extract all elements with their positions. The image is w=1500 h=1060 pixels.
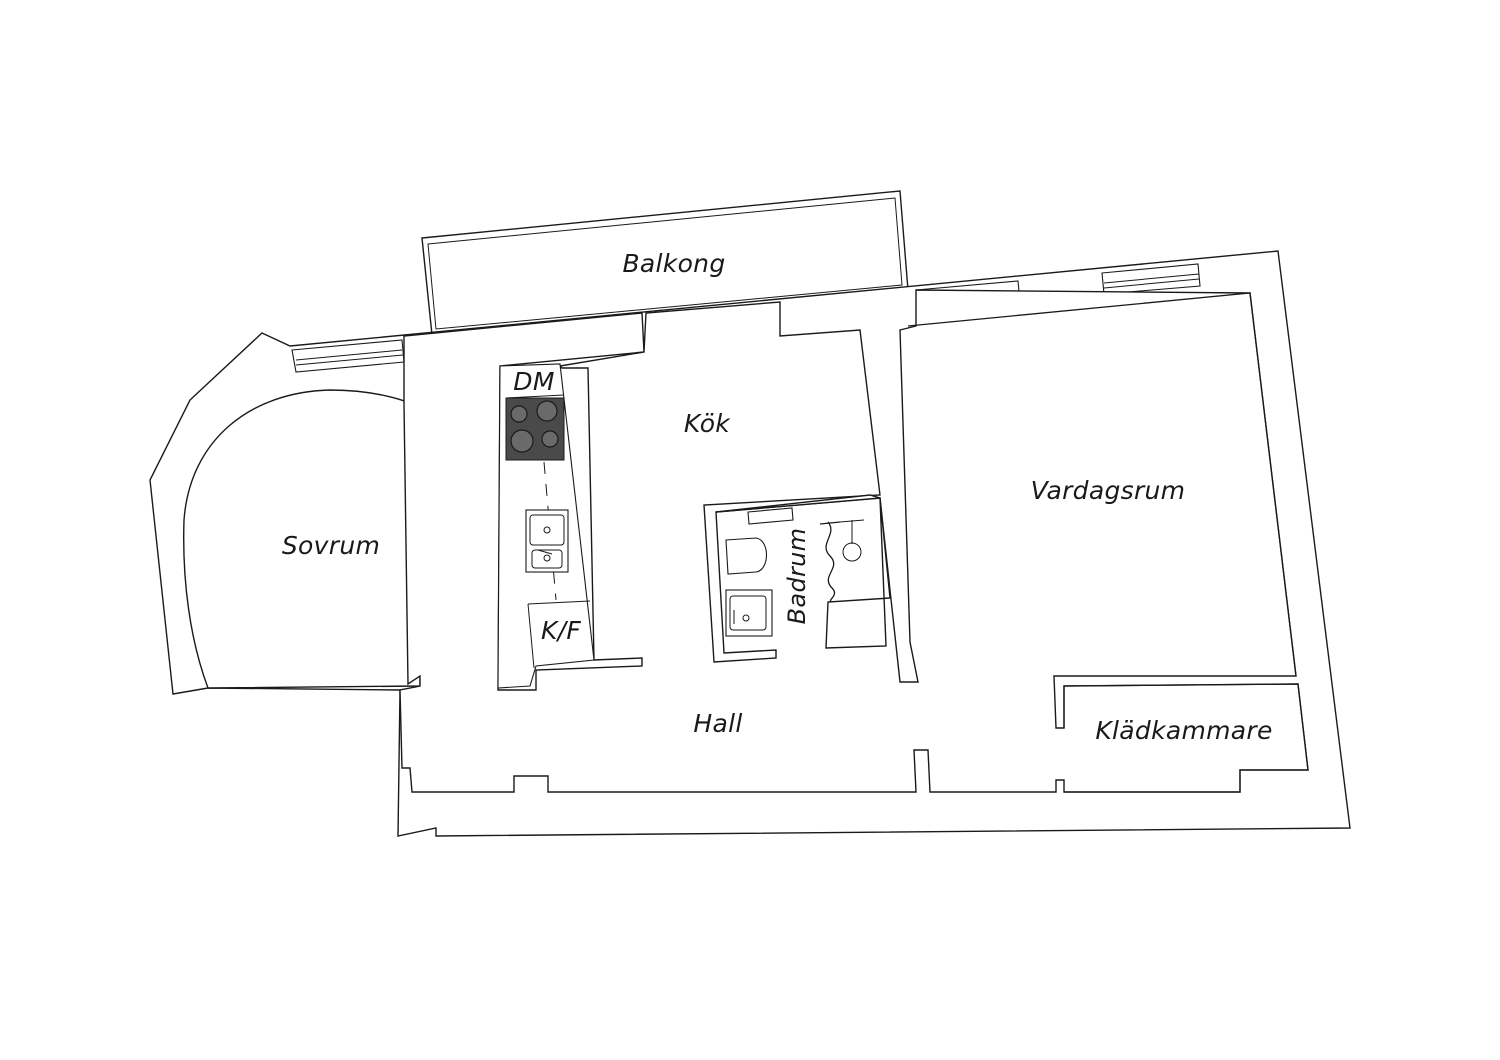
living-room-label: Vardagsrum [1031,476,1186,505]
balcony-label: Balkong [622,249,725,278]
walk-in-closet-label: Klädkammare [1095,716,1272,745]
hall-label: Hall [693,709,742,738]
dishwasher-label: DM [513,367,554,396]
bathroom-room [715,494,891,649]
kitchen-sink [525,509,569,573]
stove [505,397,565,461]
bedroom-label: Sovrum [282,531,380,560]
kitchen-label: Kök [684,409,731,438]
living-room-room [907,292,1297,677]
bathroom-fixtures [725,507,865,637]
bathroom-label: Badrum [783,528,811,625]
walk-in-closet-room [1063,683,1309,793]
kitchen-hall-room [399,289,1309,793]
fridge-freezer-label: K/F [541,616,581,645]
